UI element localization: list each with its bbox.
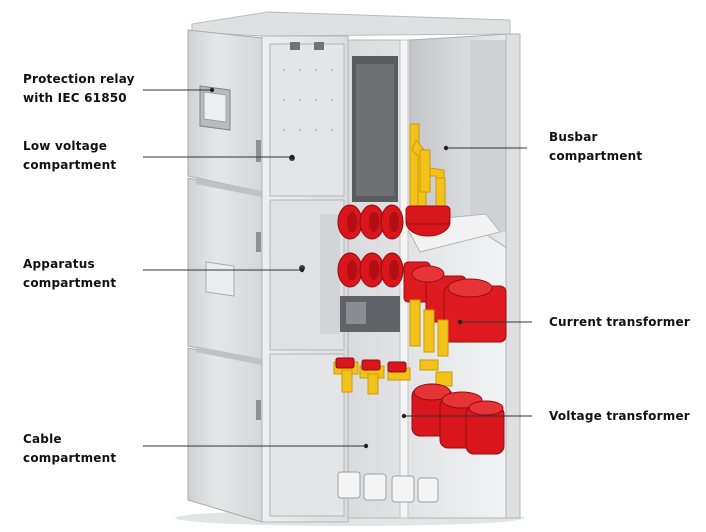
label-voltage-transformer-text: Voltage transformer xyxy=(549,409,690,423)
label-cable-line1: Cable xyxy=(23,432,62,446)
label-busbar-compartment: Busbar compartment xyxy=(549,128,642,166)
label-current-transformer-text: Current transformer xyxy=(549,315,690,329)
apparatus-box xyxy=(269,199,345,351)
leader-dots xyxy=(209,87,463,449)
voltage-transformers xyxy=(411,383,505,455)
cabinet-top xyxy=(191,11,511,37)
label-low-voltage-compartment: Low voltage compartment xyxy=(23,137,116,175)
label-current-transformer: Current transformer xyxy=(549,313,690,332)
cable-terminations xyxy=(337,471,439,503)
label-apparatus-line1: Apparatus xyxy=(23,257,95,271)
leader-lines xyxy=(143,89,532,447)
label-apparatus-line2: compartment xyxy=(23,276,117,290)
label-busbar-line1: Busbar xyxy=(549,130,598,144)
busbar-insulator xyxy=(405,205,451,237)
busbars xyxy=(409,123,446,215)
low-voltage-plate xyxy=(269,42,345,197)
lower-insulators xyxy=(335,357,407,373)
cable-box xyxy=(269,353,369,517)
label-cable-compartment: Cable compartment xyxy=(23,430,116,468)
label-low-voltage-line1: Low voltage xyxy=(23,139,108,153)
right-frame xyxy=(505,33,521,519)
bushings xyxy=(337,204,404,332)
label-protection-relay: Protection relay with IEC 61850 xyxy=(23,70,135,108)
label-voltage-transformer: Voltage transformer xyxy=(549,407,690,426)
busbar-side-wall xyxy=(470,40,506,232)
protection-relay-device xyxy=(199,85,231,131)
label-cable-line2: compartment xyxy=(23,451,117,465)
label-busbar-line2: compartment xyxy=(549,149,643,163)
current-transformers xyxy=(403,261,507,343)
label-low-voltage-line2: compartment xyxy=(23,158,117,172)
label-protection-relay-line1: Protection relay xyxy=(23,72,135,86)
label-apparatus-compartment: Apparatus compartment xyxy=(23,255,116,293)
label-protection-relay-line2: with IEC 61850 xyxy=(23,91,127,105)
